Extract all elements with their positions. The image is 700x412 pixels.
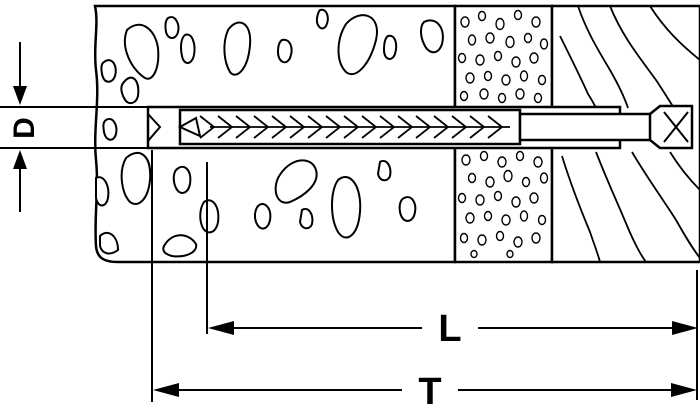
dimension-t xyxy=(151,150,698,402)
dimension-l-arrows xyxy=(208,321,698,335)
drill-tip xyxy=(147,113,162,142)
screw-tip xyxy=(177,116,202,138)
dimension-t-arrows xyxy=(153,383,697,397)
screw-head xyxy=(648,104,694,150)
length-label: L xyxy=(438,308,461,350)
dimension-l xyxy=(206,162,690,334)
insulation-pattern xyxy=(457,9,549,259)
diameter-label: D xyxy=(8,117,41,139)
concrete-aggregate xyxy=(95,8,444,258)
screw-shank xyxy=(518,112,662,142)
dowel-teeth xyxy=(199,115,510,139)
dimension-d-arrows xyxy=(13,86,27,169)
wood-grain xyxy=(559,5,700,263)
total-depth-label: T xyxy=(418,371,441,412)
screw-head-slot xyxy=(663,111,689,143)
